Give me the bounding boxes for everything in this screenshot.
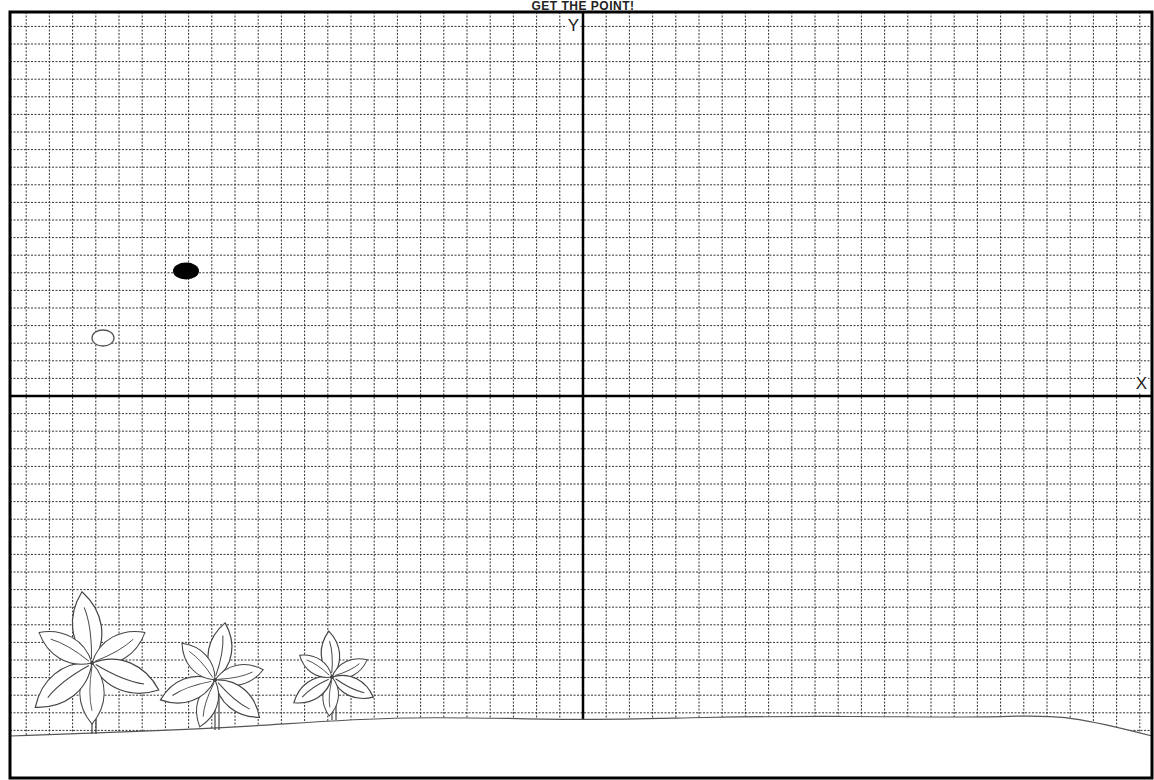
grid-line: [10, 607, 1152, 608]
grid: [10, 12, 1152, 778]
grid-line: [10, 360, 1152, 361]
game-title: GET THE POINT!: [532, 0, 635, 12]
grid-line: [10, 413, 1152, 414]
grid-line: [10, 677, 1152, 678]
grid-line: [10, 501, 1152, 502]
grid-line: [10, 220, 1152, 221]
grid-line: [10, 202, 1152, 203]
grid-line: [10, 79, 1152, 80]
ground-line: [10, 716, 1152, 736]
y-axis: [582, 12, 585, 722]
target-point: [173, 263, 199, 280]
grid-line: [10, 536, 1152, 537]
grid-line: [10, 26, 1152, 27]
grid-line: [10, 466, 1152, 467]
grid-line: [10, 96, 1152, 97]
grid-line: [10, 325, 1152, 326]
grid-line: [10, 290, 1152, 291]
x-axis: [10, 395, 1152, 398]
flower: [284, 628, 379, 720]
grid-line: [10, 343, 1152, 344]
grid-line: [10, 712, 1152, 713]
grid-line: [10, 519, 1152, 520]
grid-line: [10, 167, 1152, 168]
axis-label: X: [1135, 375, 1148, 392]
grid-line: [10, 378, 1152, 379]
grid-line: [10, 308, 1152, 309]
grid-line: [10, 589, 1152, 590]
grid-line: [10, 642, 1152, 643]
frame: [10, 12, 1152, 778]
grid-line: [10, 624, 1152, 625]
flower: [13, 582, 169, 734]
grid-line: [10, 448, 1152, 449]
grid-line: [10, 484, 1152, 485]
flower: [151, 613, 280, 739]
grid-line: [10, 149, 1152, 150]
grid-line: [10, 132, 1152, 133]
grid-line: [10, 660, 1152, 661]
grid-line: [10, 44, 1152, 45]
axis-label: Y: [567, 17, 580, 34]
grid-line: [10, 431, 1152, 432]
ground: [10, 716, 1152, 778]
grid-line: [10, 61, 1152, 62]
grid-line: [10, 255, 1152, 256]
player-point: [92, 330, 114, 346]
grid-line: [10, 237, 1152, 238]
grid-line: [10, 114, 1152, 115]
grid-line: [10, 184, 1152, 185]
grid-line: [10, 572, 1152, 573]
grid-line: [10, 554, 1152, 555]
